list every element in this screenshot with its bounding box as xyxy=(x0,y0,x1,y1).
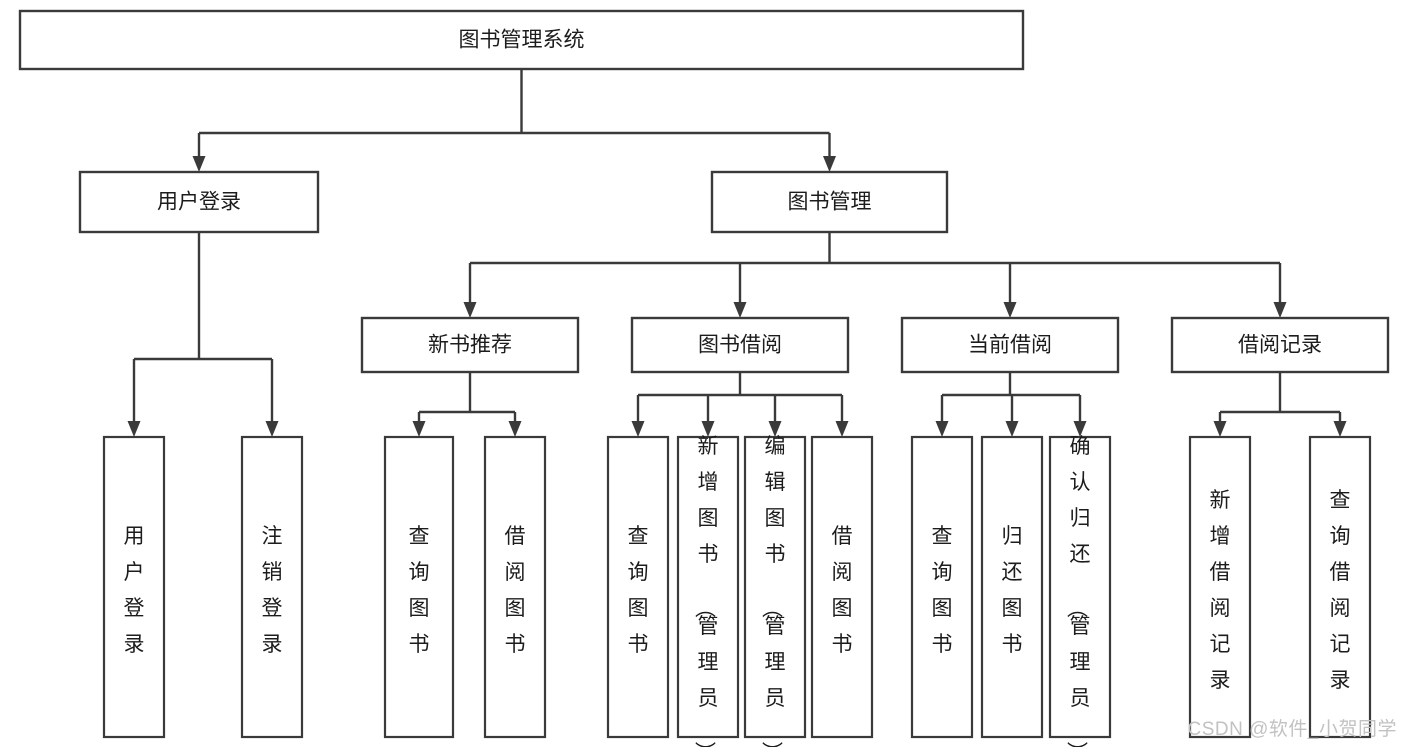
connector-arrowhead xyxy=(463,302,477,318)
node-label: 归还图书 xyxy=(1002,525,1023,656)
connector-arrowhead xyxy=(192,156,206,172)
node-label: 新增图书（管理员） xyxy=(693,435,719,747)
node-l_bw_edit[interactable]: 编辑图书（管理员） xyxy=(743,435,807,747)
node-label: 查询图书 xyxy=(409,525,430,656)
node-label: 图书管理 xyxy=(788,191,872,214)
node-l_nb_borrow[interactable]: 借阅图书 xyxy=(483,435,547,739)
node-box xyxy=(630,316,850,374)
watermark-label: CSDN @软件_小贺同学 xyxy=(1187,719,1397,740)
node-l_logout[interactable]: 注销登录 xyxy=(240,435,304,739)
connector-arrowhead xyxy=(823,156,836,172)
node-box xyxy=(743,435,807,739)
connector-arrowhead xyxy=(1073,421,1087,437)
node-label: 查询借阅记录 xyxy=(1330,489,1351,692)
connector-arrowhead xyxy=(508,421,522,437)
connector-arrowhead xyxy=(701,421,715,437)
node-l_cur_confirm[interactable]: 确认归还（管理员） xyxy=(1048,435,1112,747)
node-label: 新书推荐 xyxy=(428,334,512,357)
node-l_bw_query[interactable]: 查询图书 xyxy=(606,435,670,739)
node-box xyxy=(1048,435,1112,739)
node-l_rec_add[interactable]: 新增借阅记录 xyxy=(1188,435,1252,739)
node-box xyxy=(383,435,455,739)
node-box xyxy=(18,9,1025,71)
connector-arrowhead xyxy=(733,302,747,318)
node-box xyxy=(1188,435,1252,739)
node-label: 借阅图书 xyxy=(832,525,853,656)
node-box xyxy=(360,316,580,374)
connector-arrowhead xyxy=(127,421,141,437)
node-n_current[interactable]: 当前借阅 xyxy=(900,316,1120,374)
node-l_login[interactable]: 用户登录 xyxy=(102,435,166,739)
connector-arrowhead xyxy=(1005,421,1019,437)
node-l_bw_lend[interactable]: 借阅图书 xyxy=(810,435,874,739)
node-box xyxy=(980,435,1044,739)
node-box xyxy=(240,435,304,739)
node-n_record[interactable]: 借阅记录 xyxy=(1170,316,1390,374)
node-label: 确认归还（管理员） xyxy=(1065,435,1091,747)
node-box xyxy=(810,435,874,739)
connector-arrowhead xyxy=(631,421,645,437)
node-box xyxy=(102,435,166,739)
connector-arrowhead xyxy=(1003,302,1017,318)
node-label: 查询图书 xyxy=(628,525,649,656)
node-label: 新增借阅记录 xyxy=(1210,489,1231,692)
node-box xyxy=(900,316,1120,374)
node-box xyxy=(676,435,740,739)
connector-arrowhead xyxy=(935,421,949,437)
node-l_bw_add[interactable]: 新增图书（管理员） xyxy=(676,435,740,747)
node-label: 用户登录 xyxy=(157,191,241,214)
node-root[interactable]: 图书管理系统 xyxy=(18,9,1025,71)
node-l_cur_return[interactable]: 归还图书 xyxy=(980,435,1044,739)
connector-arrowhead xyxy=(412,421,426,437)
node-label: 借阅记录 xyxy=(1238,334,1322,357)
node-label: 借阅图书 xyxy=(505,525,526,656)
node-label: 查询图书 xyxy=(932,525,953,656)
connector-arrowhead xyxy=(768,421,782,437)
node-n_login[interactable]: 用户登录 xyxy=(78,170,320,234)
node-label: 当前借阅 xyxy=(968,334,1052,357)
node-box xyxy=(1308,435,1372,739)
node-l_nb_query[interactable]: 查询图书 xyxy=(383,435,455,739)
connector-arrowhead xyxy=(1213,421,1227,437)
node-label: 图书借阅 xyxy=(698,334,782,357)
node-label: 用户登录 xyxy=(124,525,145,656)
connector-arrowhead xyxy=(835,421,849,437)
node-box xyxy=(1170,316,1390,374)
node-box xyxy=(483,435,547,739)
node-label: 图书管理系统 xyxy=(459,29,585,52)
node-l_rec_query[interactable]: 查询借阅记录 xyxy=(1308,435,1372,739)
connector-arrowhead xyxy=(265,421,279,437)
nodes-layer: 图书管理系统用户登录图书管理新书推荐图书借阅当前借阅借阅记录用户登录注销登录查询… xyxy=(18,9,1390,747)
node-box xyxy=(710,170,949,234)
connector-arrowhead xyxy=(1273,302,1287,318)
node-l_cur_query[interactable]: 查询图书 xyxy=(910,435,974,739)
node-box xyxy=(78,170,320,234)
node-n_borrow[interactable]: 图书借阅 xyxy=(630,316,850,374)
node-n_bookmgr[interactable]: 图书管理 xyxy=(710,170,949,234)
edges-layer xyxy=(127,69,1347,437)
node-box xyxy=(910,435,974,739)
node-n_newbook[interactable]: 新书推荐 xyxy=(360,316,580,374)
node-box xyxy=(606,435,670,739)
connector-arrowhead xyxy=(1333,421,1347,437)
node-label: 编辑图书（管理员） xyxy=(760,435,786,747)
node-label: 注销登录 xyxy=(262,525,283,656)
